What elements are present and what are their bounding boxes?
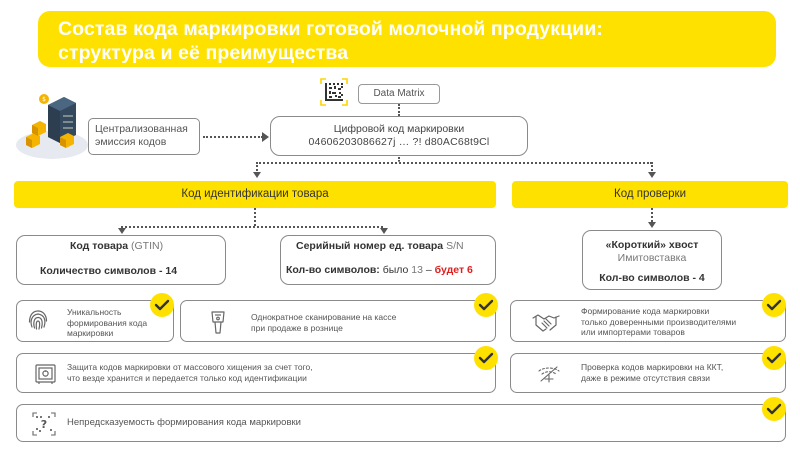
check-icon-trusted-producers [762, 293, 786, 317]
split-connector-left [256, 162, 258, 174]
check-icon-theft-protection [474, 346, 498, 370]
safe-icon [33, 362, 59, 386]
benefit-trusted-producers-line-2: только доверенными производителями [581, 316, 737, 327]
benefit-unpredictability: ? Непредсказуемость формирования кода ма… [16, 404, 786, 442]
datamatrix-connector [398, 104, 400, 116]
emission-connector [203, 136, 263, 138]
fingerprint-icon [24, 307, 52, 335]
gtin-arrow [118, 228, 126, 234]
digital-code-value: 04606203086627j … ?! d80AC68t9Cl [308, 136, 490, 148]
offline-signal-icon [535, 363, 563, 385]
svg-text:?: ? [41, 418, 47, 431]
split-arrow-left [253, 172, 261, 178]
benefit-uniqueness-line-3: маркировки [67, 328, 114, 338]
benefit-offline-check: Проверка кодов маркировки на ККТ, даже в… [510, 353, 786, 393]
check-icon-offline-check [762, 346, 786, 370]
gtin-title-light: (GTIN) [128, 240, 164, 252]
tail-box: «Короткий» хвост Имитовставка Кол-во сим… [582, 230, 722, 290]
digital-code-title: Цифровой код маркировки [333, 123, 465, 135]
check-icon-single-scan [474, 293, 498, 317]
page-title-line-1: Состав кода маркировки готовой молочной … [58, 18, 603, 40]
identification-section-label: Код идентификации товара [181, 188, 329, 200]
handshake-icon [531, 310, 561, 334]
tail-subtitle: Имитовставка [617, 252, 687, 264]
serial-count: Кол-во символов: было 13 – будет 6 [286, 264, 473, 276]
check-icon-unpredictability [762, 397, 786, 421]
server-icon: $ [12, 87, 90, 163]
serial-title-bold: Серийный номер ед. товара [296, 240, 444, 252]
datamatrix-label: Data Matrix [373, 88, 425, 99]
serial-count-will-be: будет 6 [434, 264, 473, 276]
serial-title-light: S/N [443, 240, 464, 252]
check-icon-uniqueness [150, 293, 174, 317]
datamatrix-qr-icon [320, 78, 348, 106]
benefit-uniqueness: Уникальность формирования кода маркировк… [16, 300, 174, 342]
benefit-single-scan: Однократное сканирование на кассе при пр… [180, 300, 496, 342]
serial-count-dash: – [422, 264, 435, 276]
serial-title: Серийный номер ед. товара S/N [296, 240, 464, 252]
page-title-line-2: структура и её преимущества [58, 42, 349, 64]
benefit-unpredictability-text: Непредсказуемость формирования кода марк… [67, 417, 301, 428]
emission-line-2: эмиссия кодов [95, 136, 167, 148]
verification-section-label: Код проверки [614, 188, 686, 200]
benefit-offline-check-line-1: Проверка кодов маркировки на ККТ, [581, 362, 724, 372]
identification-split-bar [121, 226, 383, 228]
emission-box: Централизованная эмиссия кодов [88, 118, 200, 155]
verification-arrow [648, 222, 656, 228]
benefit-uniqueness-text: Уникальность формирования кода маркировк… [67, 307, 147, 339]
benefit-theft-protection-text: Защита кодов маркировки от массового хищ… [67, 362, 313, 383]
benefit-single-scan-line-2: при продаже в рознице [251, 322, 343, 333]
benefit-uniqueness-line-1: Уникальность [67, 307, 122, 317]
emission-line-1: Централизованная [95, 123, 188, 135]
verification-connector [651, 208, 653, 222]
benefit-trusted-producers-line-1: Формирование кода маркировки [581, 306, 710, 316]
tail-title: «Короткий» хвост [605, 239, 699, 251]
identification-split-stem [254, 208, 256, 226]
question-code-icon: ? [31, 411, 57, 437]
page-title: Состав кода маркировки готовой молочной … [38, 11, 776, 67]
benefit-trusted-producers-text: Формирование кода маркировки только дове… [581, 306, 736, 338]
serial-box: Серийный номер ед. товара S/N Кол-во сим… [280, 235, 496, 285]
benefit-trusted-producers-line-3: или импортерами товаров [581, 327, 685, 337]
benefit-theft-protection: Защита кодов маркировки от массового хищ… [16, 353, 496, 393]
gtin-count: Количество символов - 14 [40, 265, 178, 277]
tail-count: Кол-во символов - 4 [599, 272, 705, 284]
benefit-single-scan-text: Однократное сканирование на кассе при пр… [251, 312, 396, 333]
benefit-theft-protection-line-1: Защита кодов маркировки от массового хищ… [67, 362, 313, 372]
gtin-title: Код товара (GTIN) [70, 240, 163, 252]
serial-count-label: Кол-во символов: [286, 264, 380, 276]
benefit-offline-check-text: Проверка кодов маркировки на ККТ, даже в… [581, 362, 723, 383]
gtin-box: Код товара (GTIN) Количество символов - … [16, 235, 226, 285]
emission-connector-arrow [262, 132, 269, 142]
split-arrow-right [648, 172, 656, 178]
serial-count-was-value: 13 [411, 264, 423, 276]
datamatrix-label-box: Data Matrix [358, 84, 440, 104]
gtin-title-bold: Код товара [70, 240, 129, 252]
split-connector-stem [398, 157, 400, 162]
serial-count-was-prefix: было [379, 264, 412, 276]
split-connector-bar [256, 162, 652, 164]
identification-section-bar: Код идентификации товара [14, 181, 496, 208]
benefit-theft-protection-line-2: что везде хранится и передается только к… [67, 372, 307, 383]
benefit-trusted-producers: Формирование кода маркировки только дове… [510, 300, 786, 342]
digital-code-box: Цифровой код маркировки 04606203086627j … [270, 116, 528, 156]
serial-arrow [380, 228, 388, 234]
benefit-uniqueness-line-2: формирования кода [67, 317, 148, 328]
verification-section-bar: Код проверки [512, 181, 788, 208]
scanner-icon [207, 309, 231, 337]
svg-text:$: $ [42, 96, 46, 103]
benefit-single-scan-line-1: Однократное сканирование на кассе [251, 312, 397, 322]
benefit-offline-check-line-2: даже в режиме отсутствия связи [581, 372, 710, 383]
split-connector-right [651, 162, 653, 174]
